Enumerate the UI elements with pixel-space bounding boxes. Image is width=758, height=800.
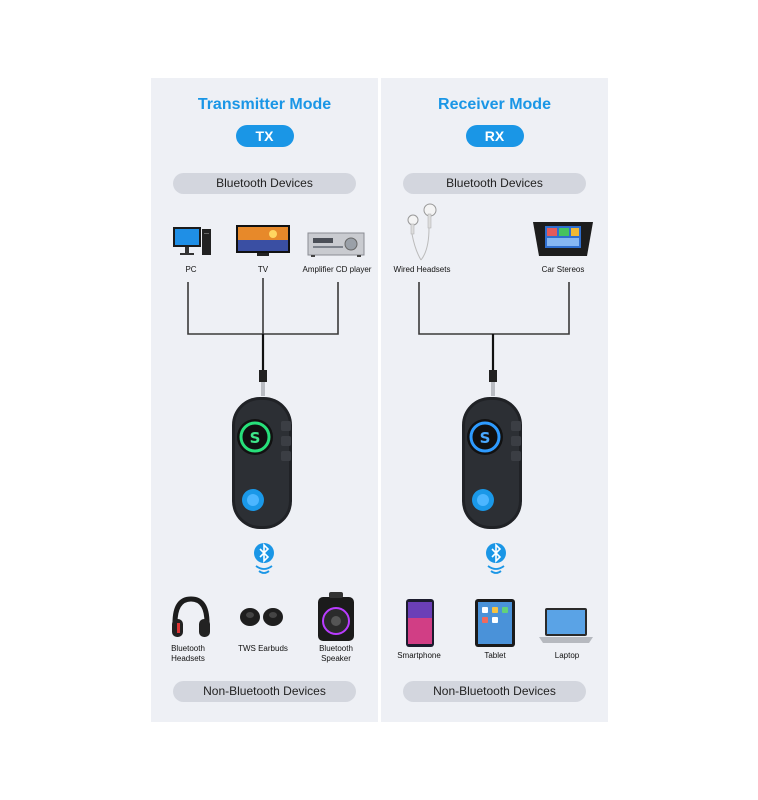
tx-badge: TX [235, 125, 294, 147]
wired-earphones-icon [407, 203, 437, 261]
svg-text:S: S [480, 429, 491, 447]
device-label-tv: TV [257, 265, 269, 274]
device-label-pc: PC [185, 265, 197, 274]
svg-text:S: S [250, 429, 261, 447]
transmitter-mode-title: Transmitter Mode [197, 96, 332, 113]
bluetooth-devices-bar: Bluetooth Devices [403, 173, 586, 194]
tablet-icon [475, 599, 515, 647]
headphones-icon [172, 596, 210, 637]
bluetooth-icon [486, 543, 506, 574]
receiver-mode-title: Receiver Mode [438, 96, 551, 113]
rx-badge: RX [465, 125, 524, 147]
non-bluetooth-devices-bar: Non-Bluetooth Devices [173, 681, 356, 702]
bluetooth-adapter: S [462, 397, 522, 529]
device-label-laptop: Laptop [554, 651, 580, 660]
monitor-icon [173, 227, 211, 255]
tv-icon [236, 225, 290, 256]
earbuds-icon [240, 608, 283, 626]
bluetooth-adapter: S [232, 397, 292, 529]
device-label-smartphone: Smartphone [397, 651, 441, 660]
device-label-wired-headsets: Wired Headsets [393, 265, 451, 274]
car-stereo-icon [533, 222, 593, 256]
transmitter-panel: Transmitter Mode TX Bluetooth Devices PC… [151, 78, 378, 722]
speaker-icon [318, 592, 354, 641]
device-label-car-stereos: Car Stereos [541, 265, 585, 274]
laptop-icon [539, 608, 593, 643]
amplifier-icon [307, 232, 365, 257]
receiver-panel: Receiver Mode RX Bluetooth Devices Wired… [381, 78, 608, 722]
connection-wires [187, 278, 339, 396]
device-label-tws: TWS Earbuds [238, 644, 288, 653]
bluetooth-devices-bar: Bluetooth Devices [173, 173, 356, 194]
non-bluetooth-devices-bar: Non-Bluetooth Devices [403, 681, 586, 702]
connection-wires [418, 282, 570, 396]
bluetooth-icon [254, 543, 274, 574]
device-label-tablet: Tablet [484, 651, 506, 660]
smartphone-icon [406, 599, 434, 647]
device-label-amplifier: Amplifier CD player [302, 265, 372, 274]
